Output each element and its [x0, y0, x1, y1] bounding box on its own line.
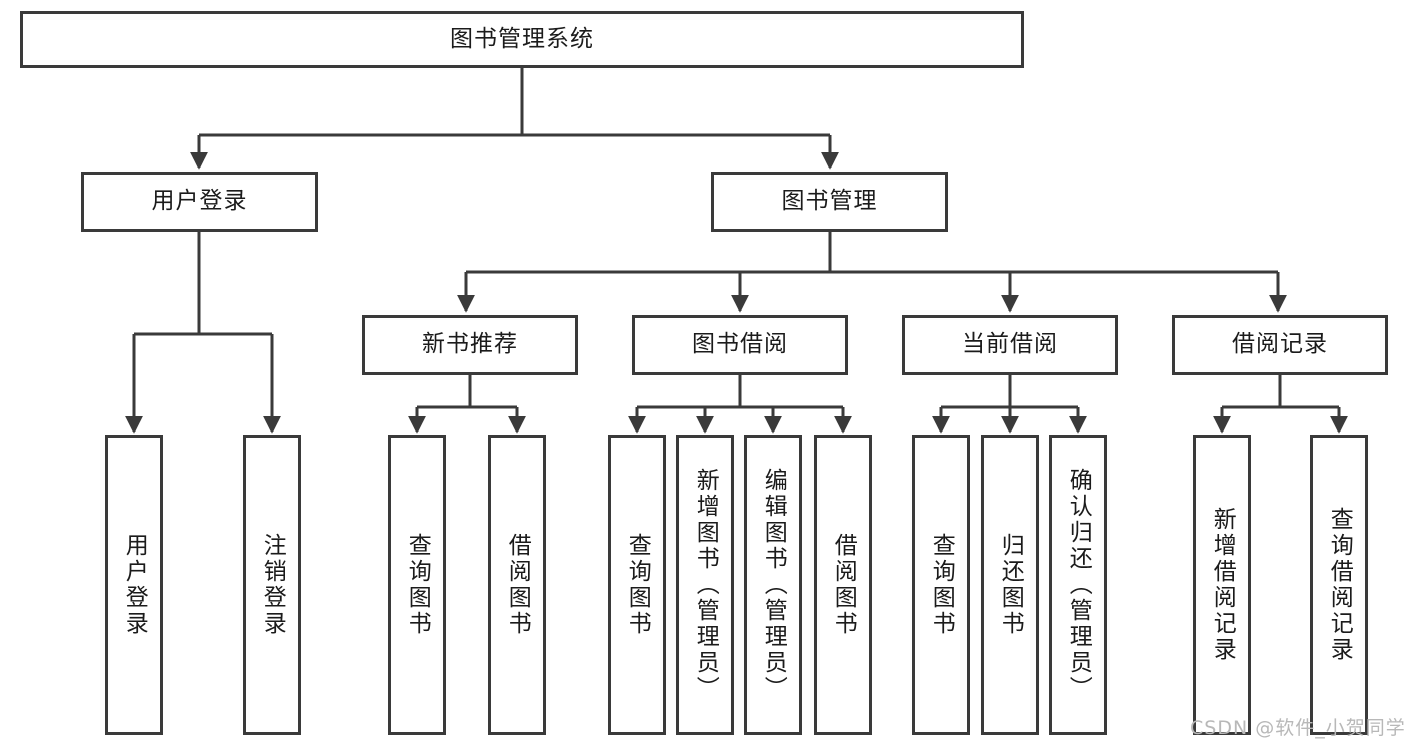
leaf-label: 新增图书（管理员）	[692, 468, 719, 702]
node-borrow-record[interactable]: 借阅记录	[1172, 315, 1388, 375]
leaf-current-borrow-query[interactable]: 查询图书	[912, 435, 970, 735]
node-book-management[interactable]: 图书管理	[711, 172, 948, 232]
leaf-label: 查询图书	[404, 533, 431, 637]
node-new-book-recommend[interactable]: 新书推荐	[362, 315, 578, 375]
leaf-label: 查询借阅记录	[1326, 507, 1353, 663]
node-current-borrow[interactable]: 当前借阅	[902, 315, 1118, 375]
leaf-book-borrow-query[interactable]: 查询图书	[608, 435, 666, 735]
leaf-book-borrow-edit[interactable]: 编辑图书（管理员）	[744, 435, 802, 735]
leaf-label: 归还图书	[997, 533, 1024, 637]
leaf-current-borrow-return[interactable]: 归还图书	[981, 435, 1039, 735]
leaf-label: 查询图书	[928, 533, 955, 637]
leaf-new-book-query[interactable]: 查询图书	[388, 435, 446, 735]
leaf-borrow-record-add[interactable]: 新增借阅记录	[1193, 435, 1251, 735]
leaf-borrow-record-query[interactable]: 查询借阅记录	[1310, 435, 1368, 735]
leaf-label: 用户登录	[121, 533, 148, 637]
leaf-label: 查询图书	[624, 533, 651, 637]
leaf-label: 编辑图书（管理员）	[760, 468, 787, 702]
leaf-book-borrow-lend[interactable]: 借阅图书	[814, 435, 872, 735]
leaf-current-borrow-confirm[interactable]: 确认归还（管理员）	[1049, 435, 1107, 735]
node-root[interactable]: 图书管理系统	[20, 11, 1024, 68]
leaf-label: 新增借阅记录	[1209, 507, 1236, 663]
leaf-user-login-signin[interactable]: 用户登录	[105, 435, 163, 735]
leaf-label: 借阅图书	[504, 533, 531, 637]
leaf-label: 借阅图书	[830, 533, 857, 637]
leaf-new-book-borrow[interactable]: 借阅图书	[488, 435, 546, 735]
csdn-watermark: CSDN @软件_小贺同学	[1190, 717, 1405, 739]
leaf-user-login-signout[interactable]: 注销登录	[243, 435, 301, 735]
leaf-label: 确认归还（管理员）	[1065, 468, 1092, 702]
node-user-login[interactable]: 用户登录	[81, 172, 318, 232]
node-book-borrow[interactable]: 图书借阅	[632, 315, 848, 375]
leaf-book-borrow-add[interactable]: 新增图书（管理员）	[676, 435, 734, 735]
leaf-label: 注销登录	[259, 533, 286, 637]
